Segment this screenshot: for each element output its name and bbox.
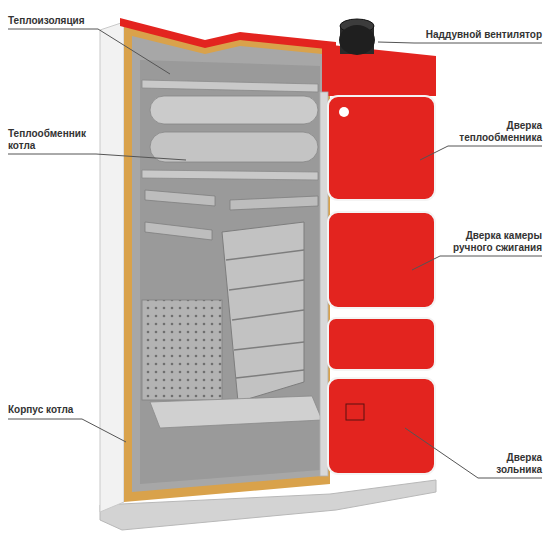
part-label: Корпус котла bbox=[8, 404, 73, 416]
part-label: Теплоизоляция bbox=[8, 15, 85, 27]
part-label: Дверка камеры ручного сжигания bbox=[438, 230, 542, 254]
part-label: Дверка теплообменника bbox=[450, 120, 542, 144]
part-label: Дверка зольника bbox=[480, 452, 542, 476]
part-label: Наддувной вентилятор bbox=[426, 29, 542, 41]
part-label: Теплообменник котла bbox=[8, 128, 100, 152]
